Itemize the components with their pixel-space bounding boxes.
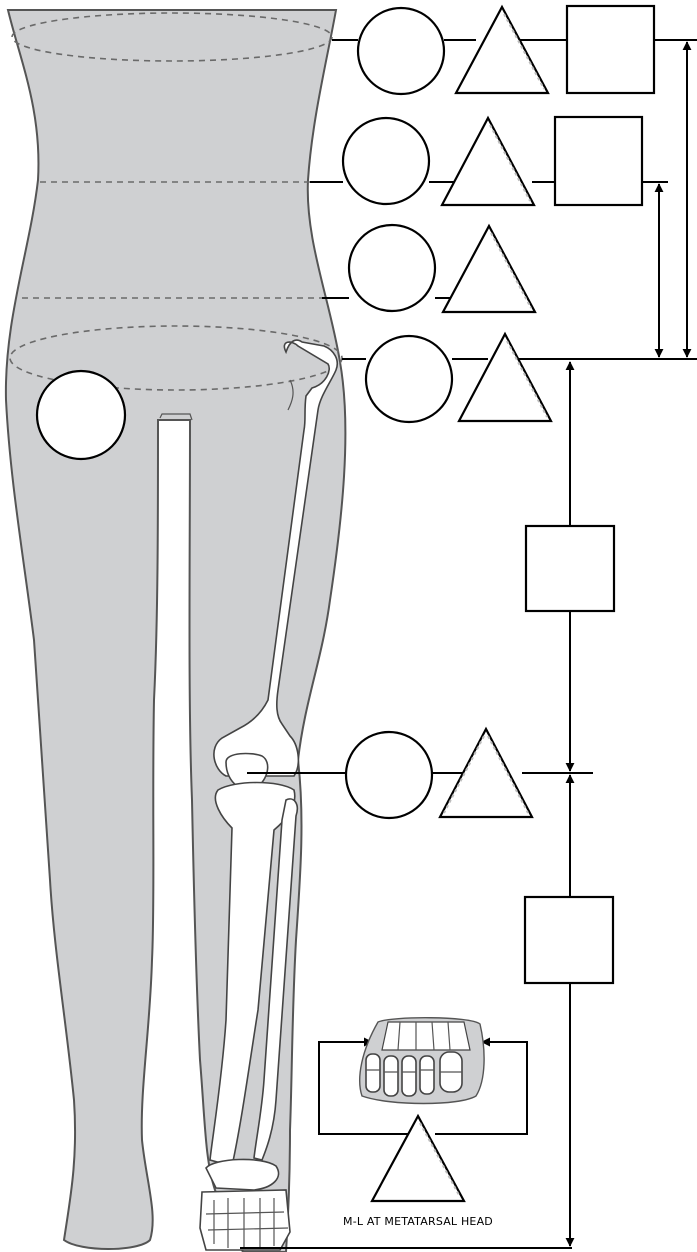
leg-silhouette bbox=[6, 10, 346, 1252]
waist-triangle bbox=[456, 7, 548, 93]
upper-thigh-triangle bbox=[459, 334, 551, 421]
hip-circle bbox=[349, 225, 435, 311]
waist-length-square bbox=[567, 6, 654, 93]
knee-circle bbox=[346, 732, 432, 818]
abdomen-length-square bbox=[555, 117, 642, 205]
abdomen-circle bbox=[343, 118, 429, 204]
abdomen-triangle bbox=[442, 118, 534, 205]
upper-thigh-circle bbox=[366, 336, 452, 422]
metatarsal-triangle bbox=[372, 1116, 464, 1201]
calf-length-square bbox=[525, 897, 613, 983]
thigh-circle bbox=[37, 371, 125, 459]
foot-caption: M-L AT METATARSAL HEAD bbox=[343, 1215, 493, 1228]
foot-detail bbox=[360, 1018, 484, 1104]
thigh-length-square bbox=[526, 526, 614, 611]
foot-bones bbox=[200, 1159, 290, 1250]
dimension-arrows bbox=[570, 42, 687, 1246]
measurement-squares bbox=[525, 6, 654, 983]
measurement-circles bbox=[343, 8, 452, 818]
waist-circle bbox=[358, 8, 444, 94]
hip-triangle bbox=[443, 226, 535, 312]
